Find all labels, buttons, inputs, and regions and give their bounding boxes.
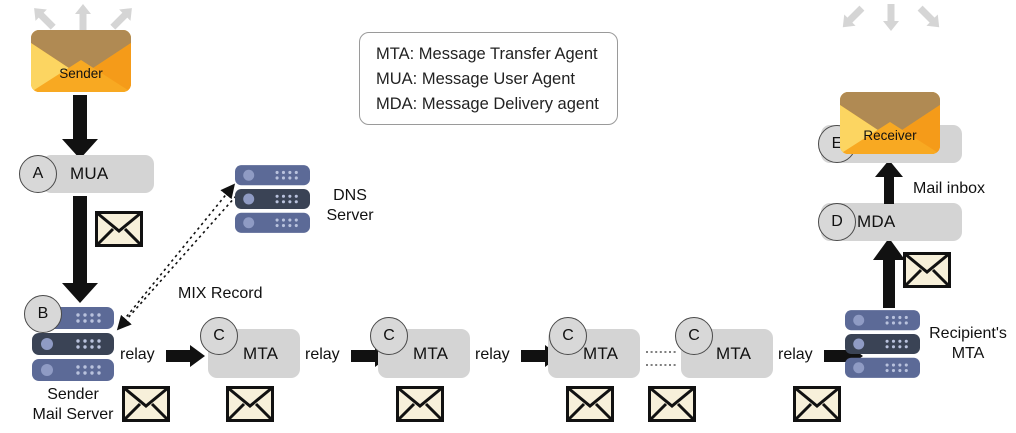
server-bar-bottom	[235, 212, 310, 233]
sender-envelope-caption: Sender	[59, 66, 103, 81]
sender-outgoing-arrows	[30, 2, 136, 39]
badge-c-1: C	[200, 317, 238, 355]
dns-server-label: DNS Server	[313, 186, 387, 225]
dns-server-label-line2: Server	[326, 206, 374, 224]
sender-envelope: Sender	[31, 30, 131, 92]
dns-server-label-line1: DNS	[333, 187, 367, 204]
arrow-down-left-icon	[842, 5, 865, 28]
arrow-down-right-icon	[917, 5, 940, 28]
arrow-sender-to-mua	[60, 95, 100, 165]
sender-mua-label: MUA	[70, 164, 109, 183]
relay-label-3: relay	[475, 346, 510, 363]
mail-inbox-label: Mail inbox	[913, 180, 986, 197]
legend-box: MTA: Message Transfer Agent MUA: Message…	[359, 32, 618, 125]
recipient-mta-label: Recipient's MTA	[922, 324, 1014, 363]
mta-label-3: MTA	[583, 343, 619, 363]
server-bar-top	[845, 310, 920, 331]
receiver-incoming-arrows	[838, 2, 944, 39]
legend-line-mua: MUA: Message User Agent	[376, 70, 575, 89]
receiver-envelope-caption: Receiver	[863, 128, 917, 143]
badge-b: B	[24, 295, 62, 333]
arrow-recipientmta-to-mda	[872, 238, 906, 313]
server-bar-bottom	[32, 359, 114, 381]
arrow-mua-to-mailserver	[60, 196, 100, 309]
relay-label-4: relay	[778, 346, 813, 363]
sender-mail-server-label-line2: Mail Server	[32, 405, 114, 423]
badge-c-2: C	[370, 317, 408, 355]
mta-label-4: MTA	[716, 343, 752, 363]
arrow-relay-1	[166, 345, 206, 372]
badge-e-text: E	[831, 135, 843, 152]
mail-icon-sender-server	[122, 386, 170, 422]
mail-icon-mta-3	[566, 386, 614, 422]
server-bar-middle	[845, 333, 920, 355]
mta-label-2: MTA	[413, 343, 449, 363]
arrow-up-icon	[75, 4, 91, 31]
badge-a-text: A	[32, 165, 44, 182]
mail-icon-recipient-inbox	[903, 252, 951, 288]
arrow-up-right-icon	[110, 8, 132, 30]
server-bar-top	[235, 165, 310, 186]
receiver-envelope: Receiver	[840, 92, 940, 154]
arrow-down-icon	[883, 4, 899, 31]
server-bar-middle	[235, 188, 310, 210]
mail-icon-recipient-relay	[793, 386, 841, 422]
server-bar-bottom	[845, 357, 920, 378]
mail-icon-sender-mua	[95, 211, 143, 247]
badge-c-4: C	[675, 317, 713, 355]
badge-c-2-text: C	[383, 327, 395, 344]
badge-d-text: D	[831, 213, 843, 230]
mta-label-1: MTA	[243, 343, 279, 363]
recipient-mta-label-line1: Recipient's	[929, 325, 1007, 342]
recipient-mta-label-line2: MTA	[951, 344, 985, 362]
arrow-mda-to-mua	[874, 160, 904, 209]
legend-line-mda: MDA: Message Delivery agent	[376, 95, 599, 114]
badge-c-1-text: C	[213, 327, 225, 344]
mta-chain-continuation-dots	[646, 348, 678, 375]
relay-label-1: relay	[120, 346, 155, 363]
badge-c-3: C	[549, 317, 587, 355]
mail-icon-mta-1	[226, 386, 274, 422]
recipient-mda-label: MDA	[857, 212, 896, 231]
sender-mua-box[interactable]: MUA	[42, 155, 154, 193]
mail-icon-mta-4	[648, 386, 696, 422]
badge-c-4-text: C	[688, 327, 700, 344]
badge-a: A	[19, 155, 57, 193]
arrow-up-left-icon	[34, 8, 56, 30]
server-bar-middle	[32, 333, 114, 355]
relay-label-2: relay	[305, 346, 340, 363]
dns-server[interactable]	[235, 162, 310, 236]
mix-record-label: MIX Record	[178, 285, 263, 302]
legend-line-mta: MTA: Message Transfer Agent	[376, 45, 598, 63]
dns-response-line	[116, 195, 237, 331]
badge-d: D	[818, 203, 856, 241]
badge-c-3-text: C	[562, 327, 574, 344]
sender-mail-server-label: Sender Mail Server	[8, 385, 138, 424]
badge-b-text: B	[37, 305, 49, 322]
recipient-mta-server[interactable]	[845, 307, 920, 381]
sender-mail-server-label-line1: Sender	[47, 386, 99, 403]
mail-icon-mta-2	[396, 386, 444, 422]
dns-query-arrows	[105, 180, 250, 335]
